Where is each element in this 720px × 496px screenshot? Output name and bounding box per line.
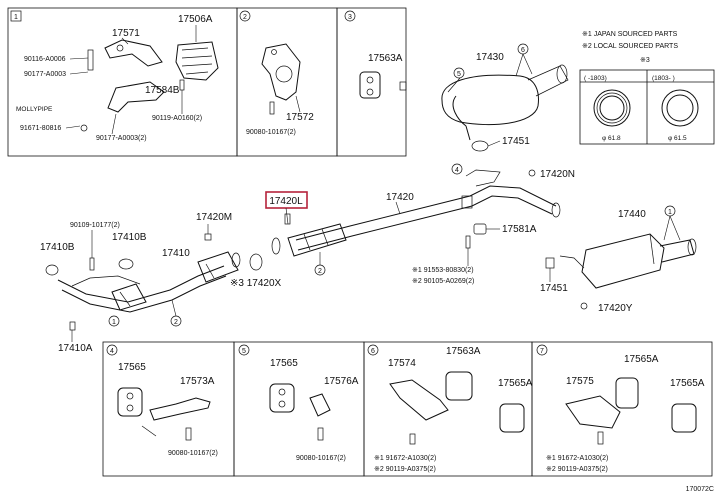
label-17563A-panel6: 17563A bbox=[446, 346, 481, 357]
label-90119b: ※2 90119-A0375(2) bbox=[374, 466, 436, 473]
label-17575: 17575 bbox=[566, 376, 594, 387]
center-pipe-17420: 17420L 17420 4 2 17420N 17581A ※1 91553-… bbox=[265, 163, 575, 285]
svg-text:1: 1 bbox=[112, 319, 116, 326]
label-17565-panel4: 17565 bbox=[118, 362, 146, 373]
label-17451a: 17451 bbox=[502, 136, 530, 147]
gasket-b-icon bbox=[661, 89, 699, 127]
legend-local-sourced: ※2 LOCAL SOURCED PARTS bbox=[582, 43, 678, 50]
label-91672b: ※1 91672-A1030(2) bbox=[546, 455, 608, 462]
svg-text:2: 2 bbox=[318, 268, 322, 275]
panel-number-3: 3 bbox=[344, 10, 356, 22]
top-panel-frames bbox=[7, 7, 407, 157]
label-90119c: ※2 90119-A0375(2) bbox=[546, 466, 608, 473]
label-17420M: 17420M bbox=[196, 212, 232, 223]
inset-mark: ※3 bbox=[640, 57, 650, 64]
svg-text:6: 6 bbox=[521, 47, 525, 54]
label-91671: 91671-80816 bbox=[20, 125, 61, 132]
svg-text:5: 5 bbox=[457, 71, 461, 78]
panel-6-bracket: 6 17574 17563A 17565A ※1 91672-A1030(2) … bbox=[367, 344, 533, 473]
label-91672a: ※1 91672-A1030(2) bbox=[374, 455, 436, 462]
label-17420: 17420 bbox=[386, 192, 414, 203]
label-17573A: 17573A bbox=[180, 376, 215, 387]
diagram-id: 170072C bbox=[686, 486, 714, 493]
inset-dim-b: φ 61.5 bbox=[668, 135, 687, 142]
label-17563A: 17563A bbox=[368, 53, 403, 64]
svg-text:5: 5 bbox=[242, 348, 246, 355]
inset-range-a: ( -1803) bbox=[584, 75, 607, 82]
label-90105: ※2 90105-A0269(2) bbox=[412, 278, 474, 285]
label-17410A: 17410A bbox=[58, 343, 93, 354]
label-17581A: 17581A bbox=[502, 224, 537, 235]
label-mollypipe: MOLLYPIPE bbox=[16, 106, 53, 113]
gasket-a-icon bbox=[593, 89, 631, 127]
svg-text:2: 2 bbox=[243, 14, 247, 21]
svg-text:4: 4 bbox=[455, 167, 459, 174]
svg-text:1: 1 bbox=[668, 209, 672, 216]
label-17565-panel5: 17565 bbox=[270, 358, 298, 369]
panel-7-bracket: 7 17575 17565A 17565A ※1 91672-A1030(2) … bbox=[536, 344, 705, 473]
label-90177b: 90177-A0003(2) bbox=[96, 135, 147, 142]
label-17420L: 17420L bbox=[269, 196, 303, 207]
svg-text:6: 6 bbox=[371, 348, 375, 355]
label-17574: 17574 bbox=[388, 358, 416, 369]
label-90080c: 90080-10167(2) bbox=[296, 455, 346, 462]
tail-pipe-17430: 17430 5 6 17451 bbox=[441, 43, 569, 152]
highlighted-part-box bbox=[265, 191, 308, 209]
label-17565A-panel7-b: 17565A bbox=[670, 378, 705, 389]
svg-text:4: 4 bbox=[110, 348, 114, 355]
label-17420N: 17420N bbox=[540, 169, 575, 180]
svg-text:7: 7 bbox=[540, 348, 544, 355]
svg-text:3: 3 bbox=[348, 14, 352, 21]
panel-3-hanger: 17563A bbox=[359, 53, 407, 99]
label-90177a: 90177-A0003 bbox=[24, 71, 66, 78]
label-90116: 90116-A0006 bbox=[24, 56, 66, 63]
label-17576A: 17576A bbox=[324, 376, 359, 387]
panel-number-1: 1 bbox=[10, 10, 22, 22]
panel-4-hanger: 4 17565 17573A 90080-10167(2) bbox=[106, 344, 218, 457]
panel-1-heat-shield-assembly: 17571 17506A 90116-A0006 90177-A0003 175… bbox=[16, 14, 219, 142]
bottom-panel-frames bbox=[102, 341, 713, 477]
legend-japan-sourced: ※1 JAPAN SOURCED PARTS bbox=[582, 31, 678, 38]
svg-text:1: 1 bbox=[14, 14, 18, 21]
inset-dim-a: φ 61.8 bbox=[602, 135, 621, 142]
label-90119a: 90119-A0160(2) bbox=[152, 115, 202, 122]
label-17565A-panel6: 17565A bbox=[498, 378, 533, 389]
label-17410: 17410 bbox=[162, 248, 190, 259]
panel-5-hanger: 5 17565 17576A 90080-10167(2) bbox=[238, 344, 359, 462]
legend: ※1 JAPAN SOURCED PARTS ※2 LOCAL SOURCED … bbox=[579, 31, 715, 145]
panel-2-bracket: 17572 90080-10167(2) bbox=[246, 43, 314, 136]
svg-text:2: 2 bbox=[174, 319, 178, 326]
label-17420Y: 17420Y bbox=[598, 303, 633, 314]
label-91553: ※1 91553-80830(2) bbox=[412, 267, 474, 274]
label-17430: 17430 bbox=[476, 52, 504, 63]
label-90080b: 90080-10167(2) bbox=[168, 450, 218, 457]
label-17440: 17440 bbox=[618, 209, 646, 220]
label-17451b: 17451 bbox=[540, 283, 568, 294]
label-17410B: 17410B bbox=[112, 232, 147, 243]
inset-range-b: (1803- ) bbox=[652, 75, 675, 82]
label-17571: 17571 bbox=[112, 28, 140, 39]
label-17565A-panel7-a: 17565A bbox=[624, 354, 659, 365]
panel-number-2: 2 bbox=[239, 10, 251, 22]
label-17584B: 17584B bbox=[145, 85, 180, 96]
label-17420X: ※3 17420X bbox=[230, 278, 282, 289]
label-17410B-left: 17410B bbox=[40, 242, 75, 253]
front-pipe-17410: 90109-10177(2) 17420M 17410B 17410B 1741… bbox=[40, 212, 282, 354]
label-17506A: 17506A bbox=[178, 14, 213, 25]
label-90109: 90109-10177(2) bbox=[70, 222, 120, 229]
label-17572: 17572 bbox=[286, 112, 314, 123]
main-muffler-17440: 17440 1 17451 17420Y bbox=[540, 205, 697, 314]
label-90080a: 90080-10167(2) bbox=[246, 129, 296, 136]
